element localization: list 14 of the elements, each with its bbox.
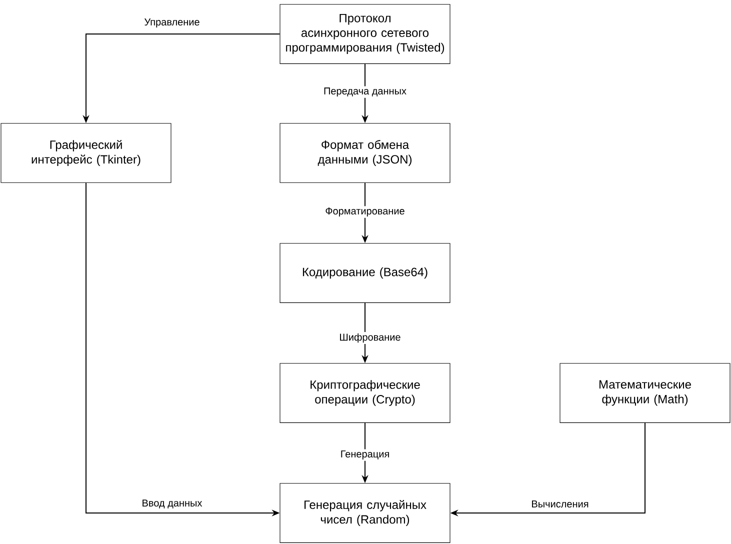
edge-label: Форматирование bbox=[324, 206, 406, 218]
process-box: Протокол асинхронного сетевого программирования (Twisted) bbox=[280, 4, 450, 64]
process-box: Графический интерфейс (Tkinter) bbox=[0, 123, 172, 183]
edge-label: Вычисления bbox=[530, 499, 590, 509]
edge-label: Управление bbox=[142, 17, 202, 29]
process-box: Кодирование (Base64) bbox=[280, 243, 450, 303]
process-box: Математические функции (Math) bbox=[560, 363, 730, 423]
process-box: Генерация случайных чисел (Random) bbox=[280, 483, 450, 543]
edge-label: Ввод данных bbox=[140, 498, 204, 510]
edge-label: Шифрование bbox=[338, 332, 402, 344]
edge-label: Передача данных bbox=[322, 86, 408, 98]
edge-label: Генерация bbox=[339, 449, 391, 461]
process-box: Формат обмена данными (JSON) bbox=[280, 123, 450, 183]
process-box: Криптографические операции (Crypto) bbox=[280, 363, 450, 423]
